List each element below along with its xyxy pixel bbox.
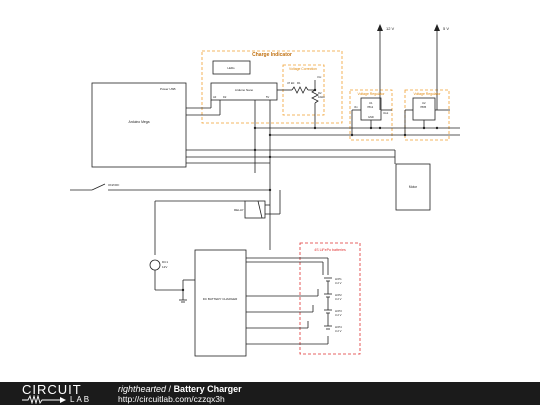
vreg1-title: Voltage Regulator [358, 92, 386, 96]
cell2-name: LFP2 [335, 293, 342, 297]
circuit-url-link[interactable]: http://circuitlab.com/czzqx3h [118, 394, 225, 404]
motor-box[interactable] [395, 163, 431, 211]
title-separator: / [166, 384, 174, 394]
cell3-voltage: 3.2 V [335, 313, 342, 317]
r2-value: 10kΩ [318, 95, 325, 99]
cell4-name: LFP4 [335, 325, 342, 329]
vreg2-title: Voltage Regulator [414, 92, 442, 96]
vreg1-group [349, 89, 393, 141]
dc-source-name: DC1 [162, 260, 168, 264]
wires [70, 30, 460, 345]
relay-box[interactable] [244, 200, 266, 219]
output-arrows [377, 24, 440, 31]
circuitlab-logo[interactable]: CIRCUIT LAB [22, 383, 112, 405]
battery-cells [324, 277, 332, 330]
cell2-voltage: 3.2 V [335, 297, 342, 301]
vreg1-value: 7812 [367, 105, 374, 109]
charge-indicator-title: Charge Indicator [252, 52, 292, 58]
r1-name: R1 [297, 81, 301, 85]
out-12v-label: 12 V [386, 26, 395, 31]
dc-source-value: 12V [162, 265, 167, 269]
vreg2-value: 7805 [420, 105, 427, 109]
logo-text-top: CIRCUIT [22, 382, 82, 397]
circuit-title: righthearted / Battery Charger [118, 384, 242, 394]
charger-box[interactable] [194, 249, 247, 357]
lifepo-title: 4S LiFePo batteries [314, 248, 346, 252]
schematic-canvas: Charge Indicator Voltage Correction Volt… [70, 24, 460, 357]
arduino-nano-label: Arduino Nano [235, 88, 254, 92]
vreg1-vin: Vin [354, 105, 358, 109]
cell3-name: LFP3 [335, 309, 342, 313]
led-box[interactable] [212, 60, 251, 75]
relay-label: RELAY [234, 208, 244, 212]
out-5v-label: 5 V [443, 26, 449, 31]
vreg1-vout: Vout [383, 111, 388, 115]
logo-text-bottom: LAB [70, 395, 92, 404]
vreg2-name: U2 [422, 101, 426, 105]
cell1-name: LFP1 [335, 277, 342, 281]
waveform-icon [22, 395, 66, 404]
lifepo-group [299, 242, 361, 355]
nano-d2: D2 [223, 95, 227, 99]
arduino-mega-box[interactable] [91, 82, 187, 168]
nano-vcc: 5V [266, 95, 269, 99]
on-off-label: ON/OFF [108, 183, 119, 187]
r1-value: 47 kΩ [287, 81, 294, 85]
footer-bar: CIRCUIT LAB righthearted / Battery Charg… [0, 382, 540, 405]
charger-label: DC BATTERY CHARGER [203, 297, 238, 301]
led-label: LEDs [227, 66, 235, 70]
arduino-mega-label: Arduino Mega [128, 120, 149, 124]
vreg1-name: U1 [369, 101, 373, 105]
dc-source-symbol[interactable] [149, 259, 161, 271]
power-usb-label: Power USB [160, 87, 176, 91]
nano-a0: A0 [213, 95, 217, 99]
arduino-nano-box[interactable] [210, 82, 278, 101]
cell4-voltage: 3.2 V [335, 329, 342, 333]
vreg1-gnd: GND [368, 115, 374, 119]
motor-label: Motor [409, 185, 418, 189]
circuit-name: Battery Charger [173, 384, 242, 394]
author-name[interactable]: righthearted [118, 384, 167, 394]
cell1-voltage: 3.2 V [335, 281, 342, 285]
vreg2-group [404, 89, 450, 141]
charge-indicator-group [201, 50, 343, 124]
vcc-node: Vcc [317, 75, 322, 79]
r2-name: R2 [318, 91, 322, 95]
junction-dots [181, 88, 439, 292]
voltage-correction-title: Voltage Correction [289, 67, 317, 71]
